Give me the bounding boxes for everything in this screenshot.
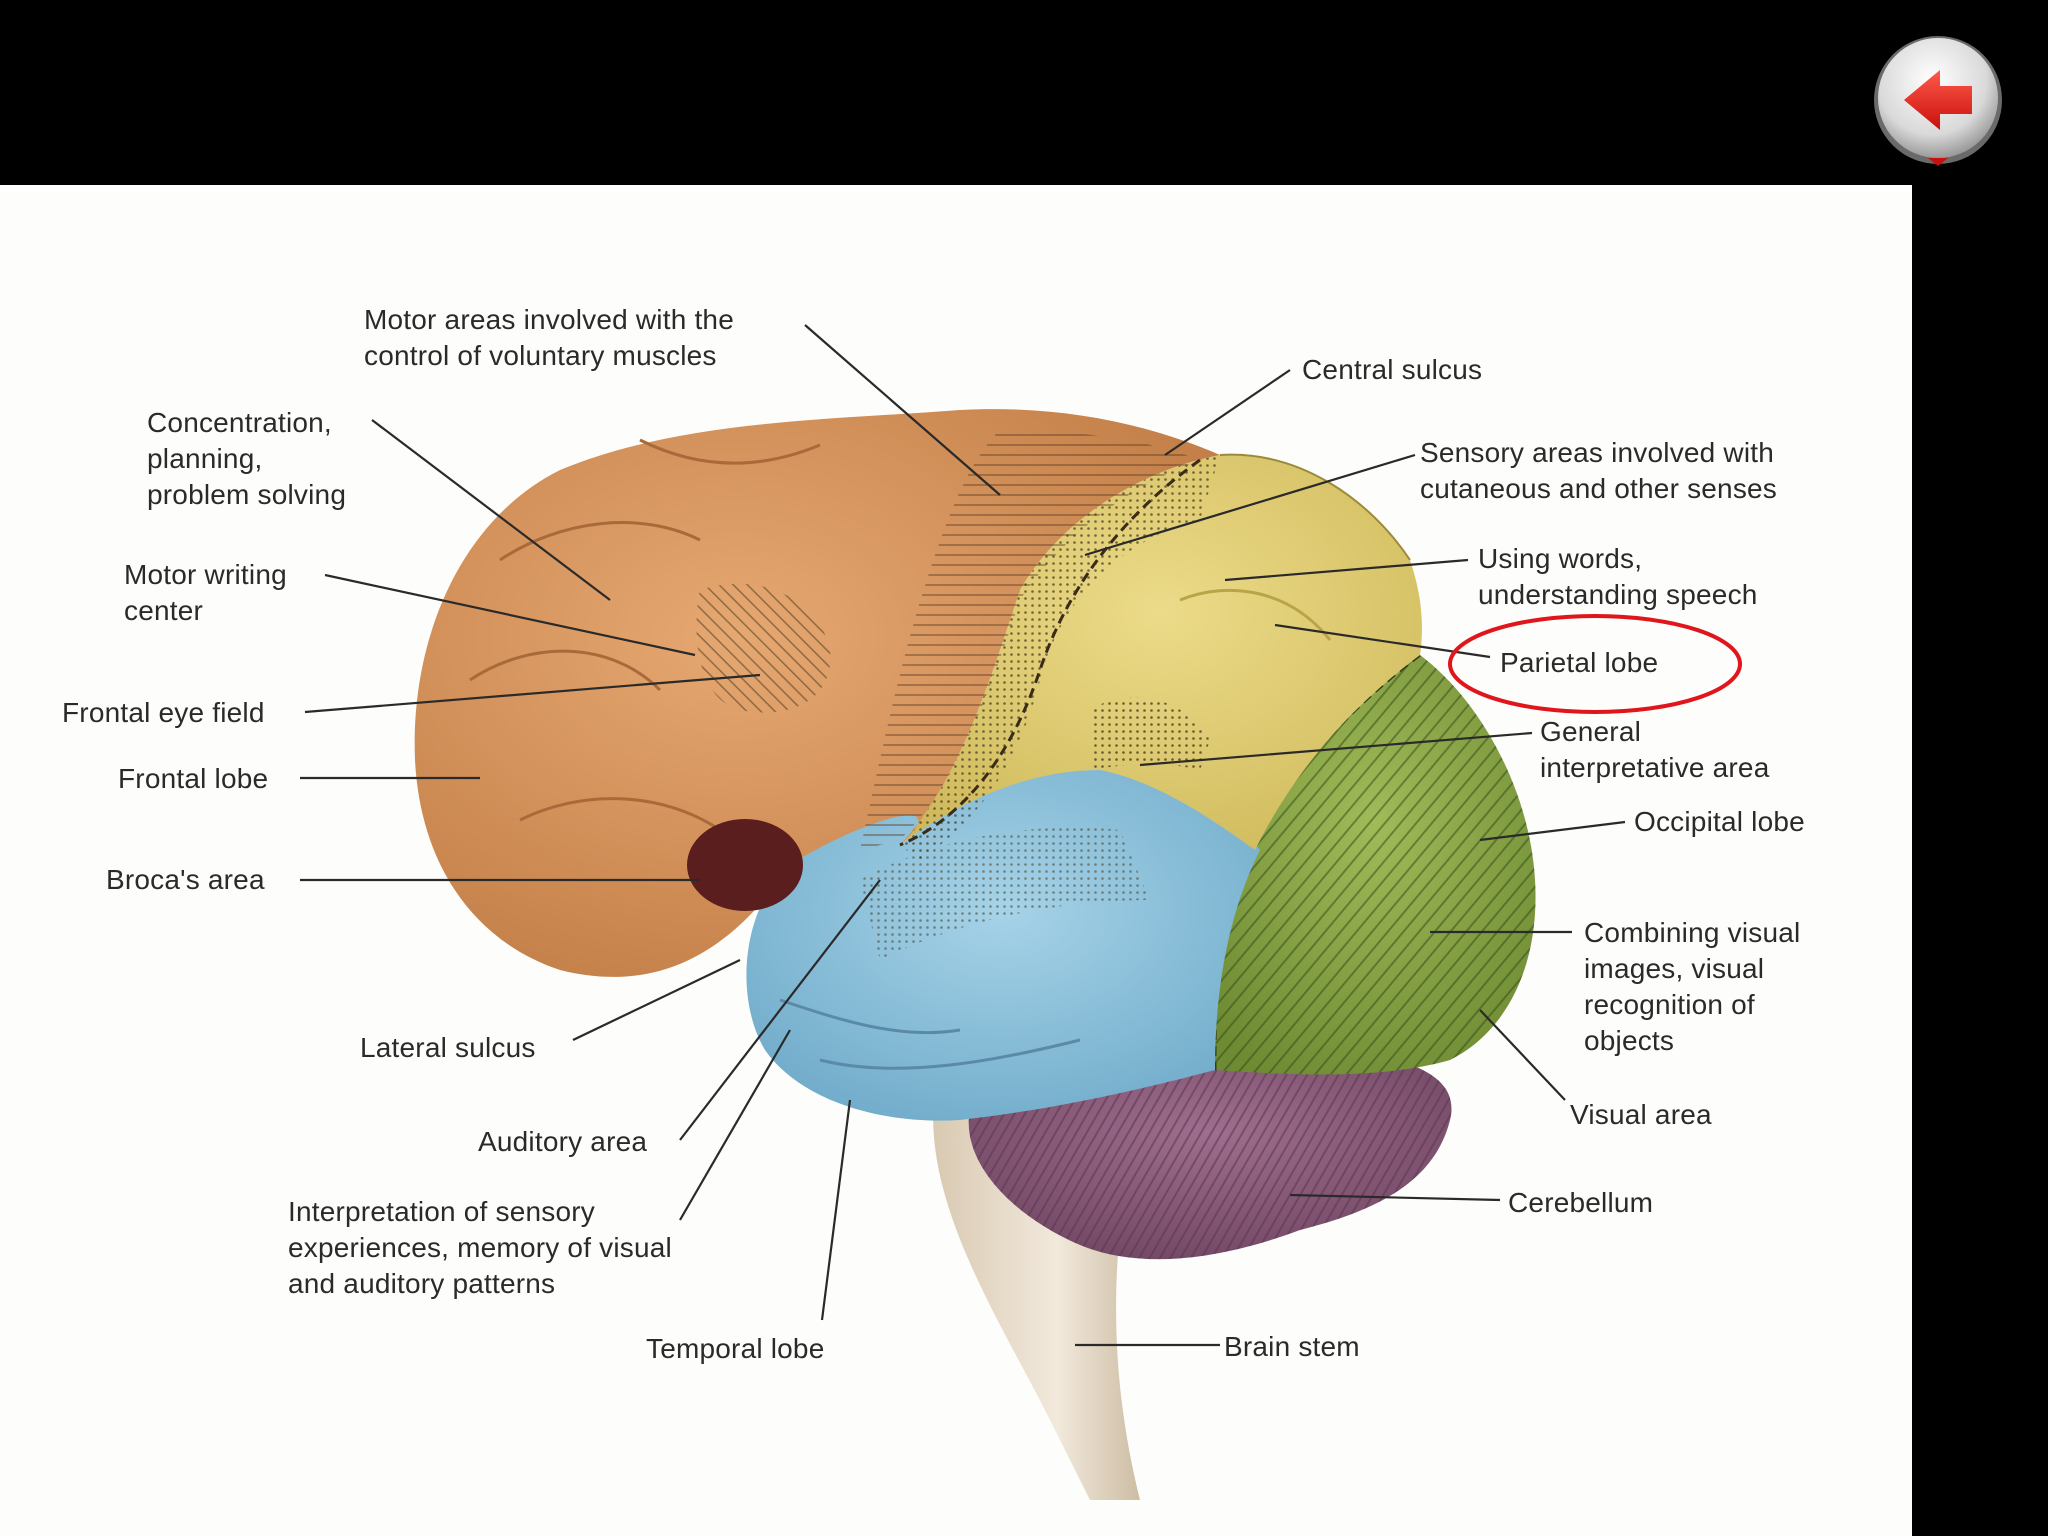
label-brocas-area: Broca's area [106,864,265,895]
slide-canvas: Motor areas involved with the control of… [0,185,1912,1536]
label-motor-writing-center: Motor writing center [124,559,295,626]
label-temporal-lobe: Temporal lobe [646,1333,824,1364]
top-black-bar [0,0,2048,185]
leader-lines [300,324,1626,1347]
label-general-interpretative-area: General interpretative area [1540,716,1770,783]
temporal-lobe-region [746,770,1260,1121]
label-lateral-sulcus: Lateral sulcus [360,1032,536,1063]
right-black-bar [1912,185,2048,1536]
label-combining-visual: Combining visual images, visual recognit… [1584,917,1808,1056]
label-sensory-areas: Sensory areas involved with cutaneous an… [1420,437,1782,504]
label-parietal-lobe: Parietal lobe [1500,647,1658,678]
label-occipital-lobe: Occipital lobe [1634,806,1805,837]
parietal-lobe-region [900,453,1422,860]
label-frontal-eye-field: Frontal eye field [62,697,265,728]
brain-diagram: Motor areas involved with the control of… [62,304,1808,1500]
brocas-area-region [687,819,803,911]
cerebellum-region [968,1047,1452,1260]
back-arrow-icon [1874,36,2002,166]
label-motor-areas: Motor areas involved with the control of… [364,304,742,371]
label-visual-area: Visual area [1570,1099,1712,1130]
back-button[interactable] [1868,30,2008,170]
label-using-words: Using words, understanding speech [1478,543,1758,610]
label-auditory-area: Auditory area [478,1126,647,1157]
frontal-lobe-region [414,409,1220,977]
label-central-sulcus: Central sulcus [1302,354,1482,385]
label-cerebellum: Cerebellum [1508,1187,1653,1218]
parietal-lobe-highlight-circle [1448,614,1742,714]
label-interpretation: Interpretation of sensory experiences, m… [288,1196,680,1299]
label-frontal-lobe: Frontal lobe [118,763,268,794]
label-concentration: Concentration, planning, problem solving [147,407,346,510]
label-brain-stem: Brain stem [1224,1331,1360,1362]
